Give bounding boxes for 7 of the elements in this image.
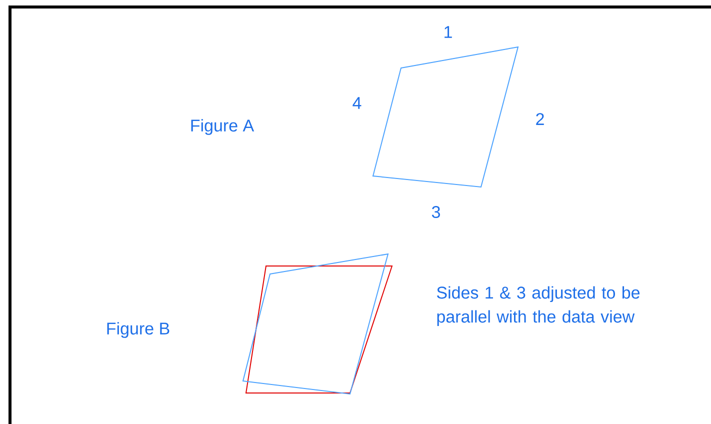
side-number: 1 (444, 26, 452, 38)
figure-label: Figure B (107, 322, 170, 338)
side-number: 4 (352, 97, 362, 109)
side-number: 2 (536, 113, 544, 125)
side-number: 3 (432, 206, 440, 218)
figure-label: Figure A (191, 119, 254, 135)
note-text: Sides 1 & 3 adjusted to be parallel with the data view (436, 286, 640, 326)
